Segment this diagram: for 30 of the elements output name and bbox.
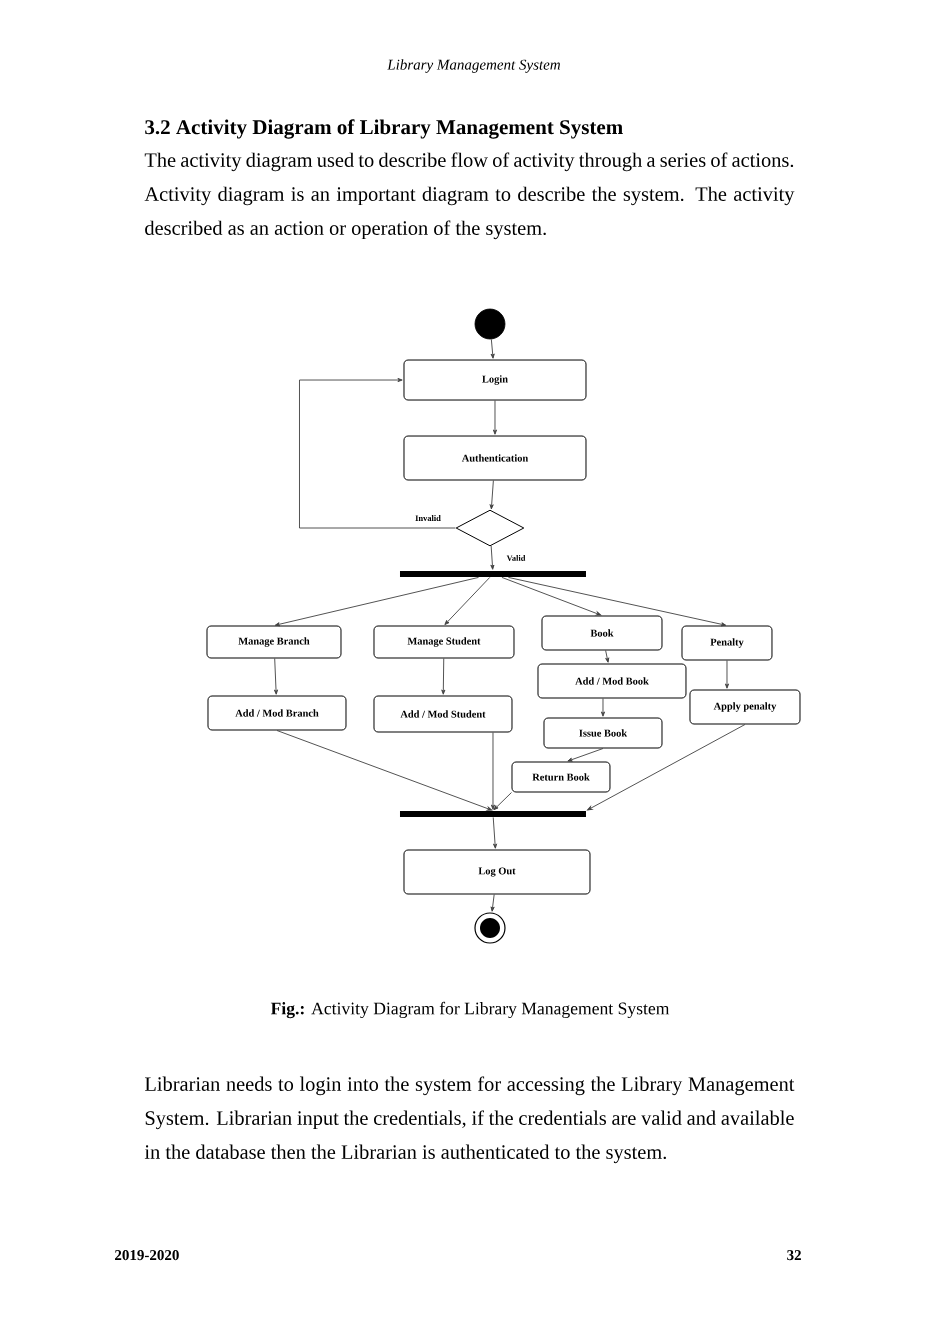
paragraph: Librarian needs to login into the system for accessing the Library Management System. Librarian input the credentials, if the credentials are valid and available in the database then the Librarian is authenticated to the system. (144, 1076, 795, 1164)
arrow (490, 338, 495, 359)
arrow (724, 660, 730, 689)
section-heading: 3.2 Activity Diagram of Library Management System (145, 119, 623, 139)
arrow (490, 732, 496, 810)
arrow (501, 576, 602, 616)
arrow (274, 576, 479, 627)
arrow (274, 658, 279, 695)
arrow (587, 724, 746, 811)
arrow (508, 576, 727, 627)
decision-diamond (455, 509, 525, 547)
arrow (567, 748, 604, 762)
arrow (492, 400, 498, 435)
arrow (489, 480, 494, 510)
figure-caption: Fig.: Activity Diagram for Library Management System (270, 1001, 670, 1019)
end-node (474, 912, 506, 944)
paragraph: The activity diagram used to describe flow of activity through a series of actions. Activity diagram is an important diagram to describe the system. The activity described as an action or operation of the system. (144, 152, 795, 240)
start-node (474, 308, 506, 340)
arrow (490, 545, 495, 570)
sync-bar (400, 811, 586, 817)
arrow (600, 698, 606, 717)
arrow (299, 378, 456, 529)
arrow (276, 730, 493, 811)
arrow (493, 792, 512, 811)
arrow (441, 658, 446, 695)
sync-bar (400, 571, 586, 577)
arrow (490, 894, 495, 912)
arrow (492, 816, 498, 849)
arrow (444, 576, 491, 626)
arrow (605, 650, 610, 663)
